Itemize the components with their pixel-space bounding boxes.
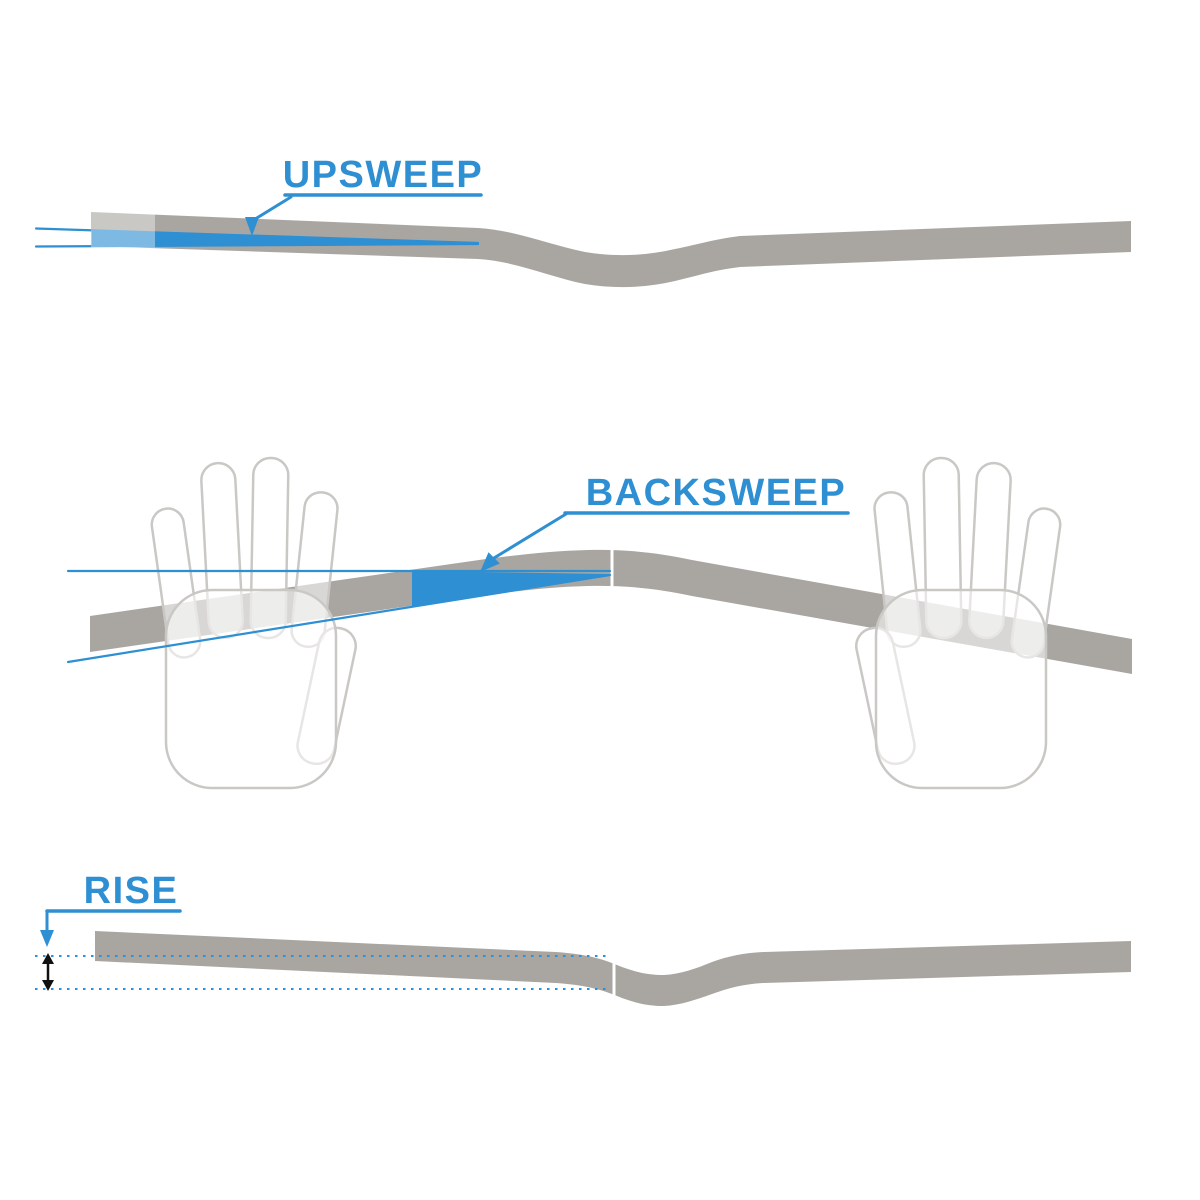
- rise-section: RISE: [35, 870, 1131, 1006]
- backsweep-leader-line: [492, 512, 568, 560]
- rise-pointer-arrow-icon: [40, 930, 54, 947]
- upsweep-label: UPSWEEP: [283, 154, 484, 196]
- backsweep-bar-axis-line: [66, 573, 612, 664]
- upsweep-reference-line: [34, 242, 480, 248]
- rise-measurement-down-arrow-icon: [42, 980, 54, 991]
- backsweep-label: BACKSWEEP: [586, 472, 847, 514]
- rise-measurement-arrow: [42, 953, 54, 991]
- left-hand-outline: [150, 456, 357, 790]
- right-hand-outline: [855, 456, 1062, 790]
- upsweep-pointer-arrow-icon: [245, 217, 259, 236]
- handlebar-top-view: [90, 549, 1132, 674]
- backsweep-section: BACKSWEEP: [66, 456, 1132, 790]
- bar-grip-end-highlight: [91, 211, 155, 248]
- backsweep-pointer-arrow-icon: [480, 552, 500, 572]
- upsweep-bar-axis-line: [34, 227, 480, 245]
- left-hand-palm: [164, 588, 338, 790]
- upsweep-section: UPSWEEP: [34, 154, 1131, 288]
- rise-measurement-up-arrow-icon: [42, 953, 54, 964]
- right-hand-palm: [874, 588, 1048, 790]
- handlebar-front-view: [91, 212, 1131, 288]
- rise-label: RISE: [84, 870, 179, 912]
